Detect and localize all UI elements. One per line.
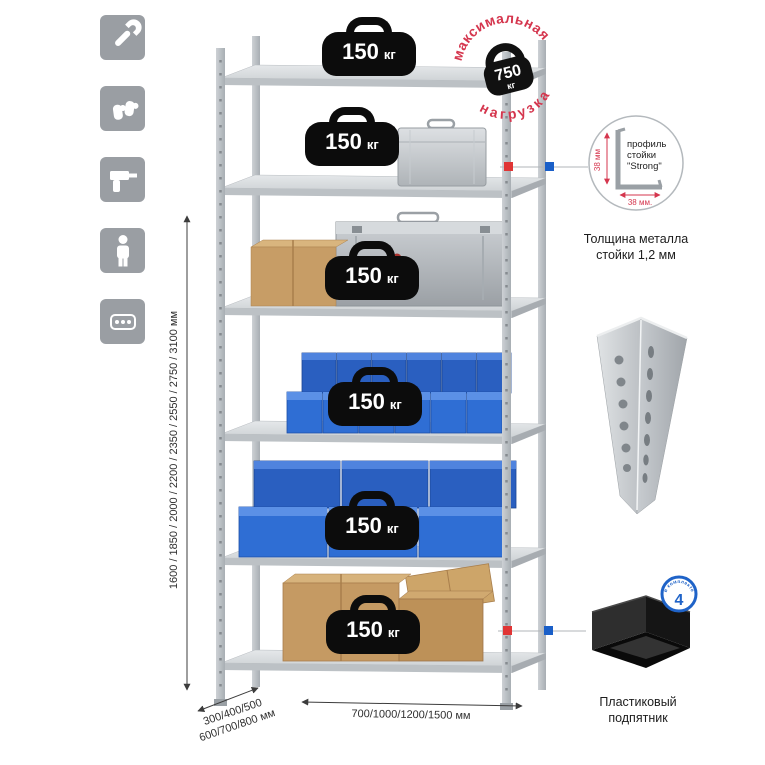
- marker-red-square-top: [504, 162, 513, 171]
- fasteners-icon: [100, 299, 145, 344]
- rack-foot-right: [500, 703, 513, 710]
- svg-text:максимальная: максимальная: [443, 5, 555, 66]
- wrench-icon: [100, 15, 145, 60]
- depth-dimension-line: [197, 686, 259, 713]
- stamp-arc-top: максимальная: [443, 5, 555, 66]
- person-icon: [100, 228, 145, 273]
- dimension-lines: [183, 215, 523, 713]
- marker-red-square-bottom: [503, 626, 512, 635]
- stamp-kettlebell-body: [483, 56, 534, 96]
- drill-icon: [100, 157, 145, 202]
- corner-post-photo: [596, 316, 688, 515]
- shelf-2: [220, 174, 547, 198]
- cardboard-box-shelf3: [250, 239, 349, 307]
- profile-diagram: 38 мм 38 мм. профиль стойки "Strong": [588, 115, 684, 211]
- marker-blue-square-top: [545, 162, 554, 171]
- stamp-unit: кг: [506, 80, 517, 92]
- width-dimension-line: [301, 698, 523, 710]
- profile-label-line1: профиль: [627, 139, 666, 150]
- stamp-kettlebell-handle: [485, 43, 525, 69]
- kit-badge-value: 4: [675, 592, 684, 609]
- rack-back-post-left: [252, 36, 260, 687]
- gloves-icon: [100, 86, 145, 131]
- callout-markers: [498, 162, 588, 635]
- aluminum-case-small: [397, 118, 487, 187]
- profile-dim-vertical: 38 мм: [593, 149, 602, 171]
- rack-back-post-right: [538, 40, 546, 690]
- profile-label-line3: "Strong": [627, 161, 662, 172]
- marker-blue-square-bottom: [544, 626, 553, 635]
- stamp-value: 750: [493, 62, 523, 85]
- max-load-stamp: максимальная нагрузка 750 кг: [443, 5, 571, 133]
- profile-dim-horizontal: 38 мм.: [628, 198, 652, 207]
- foot-caption: Пластиковый подпятник: [599, 695, 677, 725]
- plastic-foot-photo: [591, 595, 691, 668]
- profile-label-line2: стойки: [627, 150, 656, 161]
- kit-quantity-badge: в комплекте 4: [659, 574, 699, 614]
- profile-caption: Толщина металла стойки 1,2 мм: [583, 232, 689, 262]
- height-dimension-label: 1600 / 1850 / 2000 / 2200 / 2350 / 2550 …: [168, 310, 180, 590]
